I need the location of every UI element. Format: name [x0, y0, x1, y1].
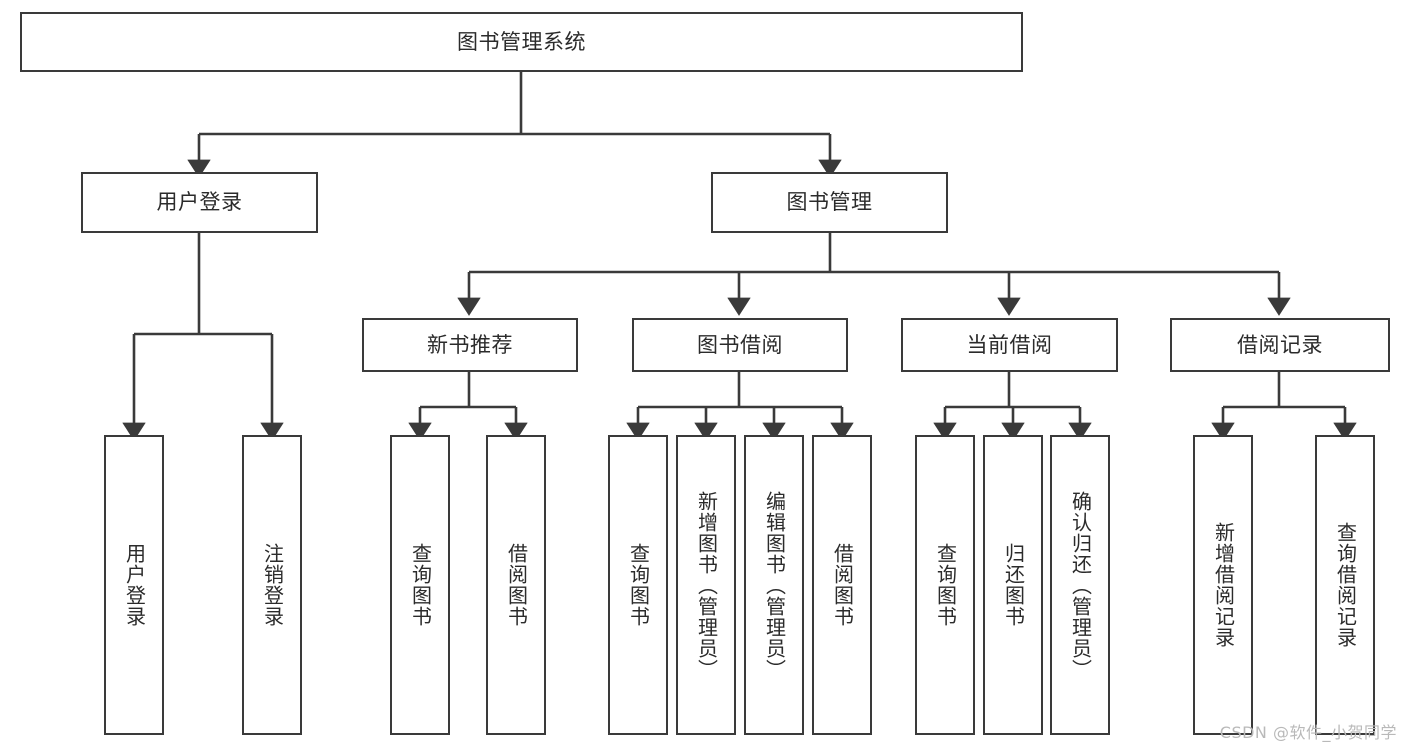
- node-label: 当前借阅: [966, 332, 1053, 357]
- node-borrow-record[interactable]: 借阅记录: [1170, 318, 1390, 372]
- leaf-book-borrow-add[interactable]: 新增图书（管理员）: [676, 435, 736, 735]
- node-label: 借阅图书: [504, 543, 529, 627]
- node-label: 借阅图书: [830, 543, 855, 627]
- node-label: 确认归还（管理员）: [1068, 490, 1093, 680]
- node-label: 图书借阅: [697, 332, 783, 357]
- node-label: 借阅记录: [1237, 332, 1323, 357]
- node-label: 新增借阅记录: [1211, 522, 1236, 648]
- node-label: 查询图书: [933, 543, 958, 627]
- node-label: 查询借阅记录: [1333, 522, 1358, 648]
- leaf-user-login-logout[interactable]: 注销登录: [242, 435, 302, 735]
- node-label: 新书推荐: [427, 332, 513, 357]
- leaf-borrow-record-query[interactable]: 查询借阅记录: [1315, 435, 1375, 735]
- node-label: 新增图书（管理员）: [694, 490, 719, 680]
- leaf-new-book-borrow[interactable]: 借阅图书: [486, 435, 546, 735]
- node-label: 查询图书: [408, 543, 433, 627]
- node-book-management[interactable]: 图书管理: [711, 172, 948, 233]
- node-book-borrow[interactable]: 图书借阅: [632, 318, 848, 372]
- node-label: 归还图书: [1001, 543, 1026, 627]
- leaf-current-borrow-return[interactable]: 归还图书: [983, 435, 1043, 735]
- node-label: 注销登录: [260, 543, 285, 627]
- node-label: 用户登录: [122, 543, 147, 627]
- node-label: 图书管理: [786, 190, 873, 215]
- leaf-current-borrow-query[interactable]: 查询图书: [915, 435, 975, 735]
- watermark: CSDN @软件_小贺同学: [1219, 723, 1397, 742]
- leaf-current-borrow-confirm-return[interactable]: 确认归还（管理员）: [1050, 435, 1110, 735]
- node-label: 编辑图书（管理员）: [762, 490, 787, 680]
- node-label: 用户登录: [156, 190, 243, 215]
- node-user-login[interactable]: 用户登录: [81, 172, 318, 233]
- leaf-borrow-record-add[interactable]: 新增借阅记录: [1193, 435, 1253, 735]
- node-label: 图书管理系统: [457, 29, 586, 54]
- leaf-new-book-query[interactable]: 查询图书: [390, 435, 450, 735]
- node-label: 查询图书: [626, 543, 651, 627]
- node-current-borrow[interactable]: 当前借阅: [901, 318, 1118, 372]
- leaf-book-borrow-borrow[interactable]: 借阅图书: [812, 435, 872, 735]
- leaf-user-login-login[interactable]: 用户登录: [104, 435, 164, 735]
- node-new-book-recommend[interactable]: 新书推荐: [362, 318, 578, 372]
- node-root-book-management-system[interactable]: 图书管理系统: [20, 12, 1023, 72]
- leaf-book-borrow-edit[interactable]: 编辑图书（管理员）: [744, 435, 804, 735]
- leaf-book-borrow-query[interactable]: 查询图书: [608, 435, 668, 735]
